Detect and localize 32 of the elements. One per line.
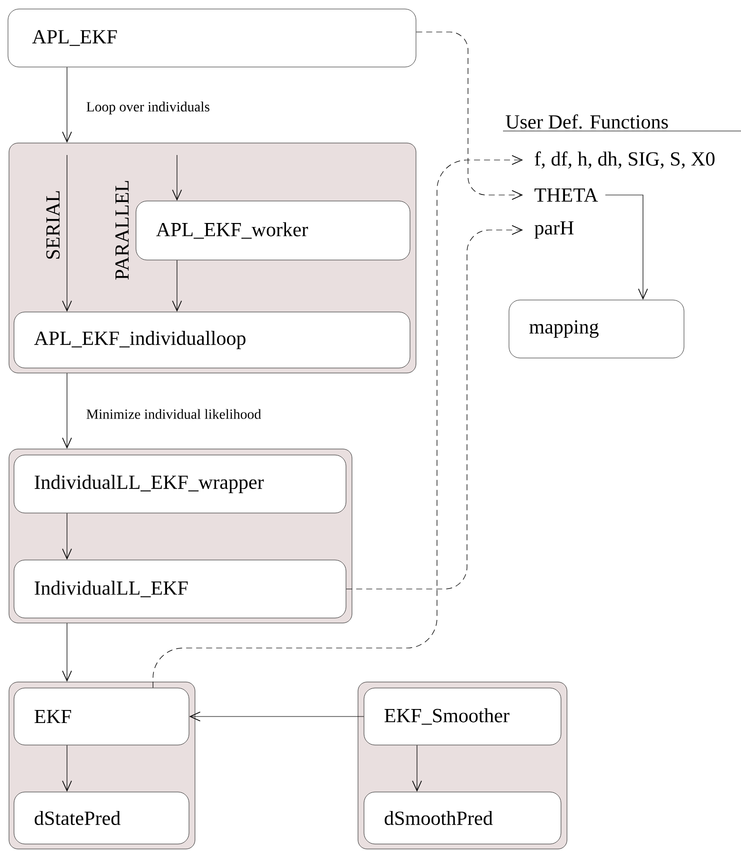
process-box: dSmoothPred bbox=[364, 792, 562, 844]
process-box: EKF_Smoother bbox=[364, 688, 562, 746]
edge-label: SERIAL bbox=[46, 191, 60, 259]
dashed-connector bbox=[346, 225, 523, 590]
function-label: parH bbox=[534, 221, 574, 239]
arrow bbox=[62, 622, 72, 682]
arrow bbox=[62, 66, 72, 143]
section-heading: User Def. Functions bbox=[502, 114, 741, 132]
process-box: IndividualLL_EKF bbox=[14, 560, 346, 618]
arrow bbox=[172, 154, 182, 201]
arrow bbox=[62, 744, 72, 792]
process-box: APL_EKF bbox=[8, 8, 416, 68]
edge-label: Minimize individual likelihood bbox=[86, 409, 262, 419]
dashed-connector bbox=[416, 32, 523, 200]
arrow bbox=[172, 260, 182, 312]
arrow bbox=[412, 744, 422, 792]
arrow bbox=[62, 512, 72, 560]
edge-label: PARALLEL bbox=[115, 181, 129, 280]
function-label: THETA bbox=[534, 188, 598, 202]
arrow bbox=[189, 712, 364, 722]
process-box: APL_EKF_worker bbox=[136, 200, 410, 260]
arrow bbox=[605, 194, 648, 300]
process-box: APL_EKF_individualloop bbox=[14, 312, 410, 368]
process-box: mapping bbox=[508, 300, 684, 358]
process-box: EKF bbox=[14, 688, 190, 746]
function-label: f, df, h, dh, SIG, S, X0 bbox=[534, 151, 715, 169]
arrow bbox=[62, 154, 72, 312]
process-box: dStatePred bbox=[14, 792, 190, 844]
dashed-connector bbox=[152, 155, 523, 688]
arrow bbox=[62, 372, 72, 449]
process-box: IndividualLL_EKF_wrapper bbox=[14, 454, 346, 514]
edge-label: Loop over individuals bbox=[86, 102, 210, 114]
